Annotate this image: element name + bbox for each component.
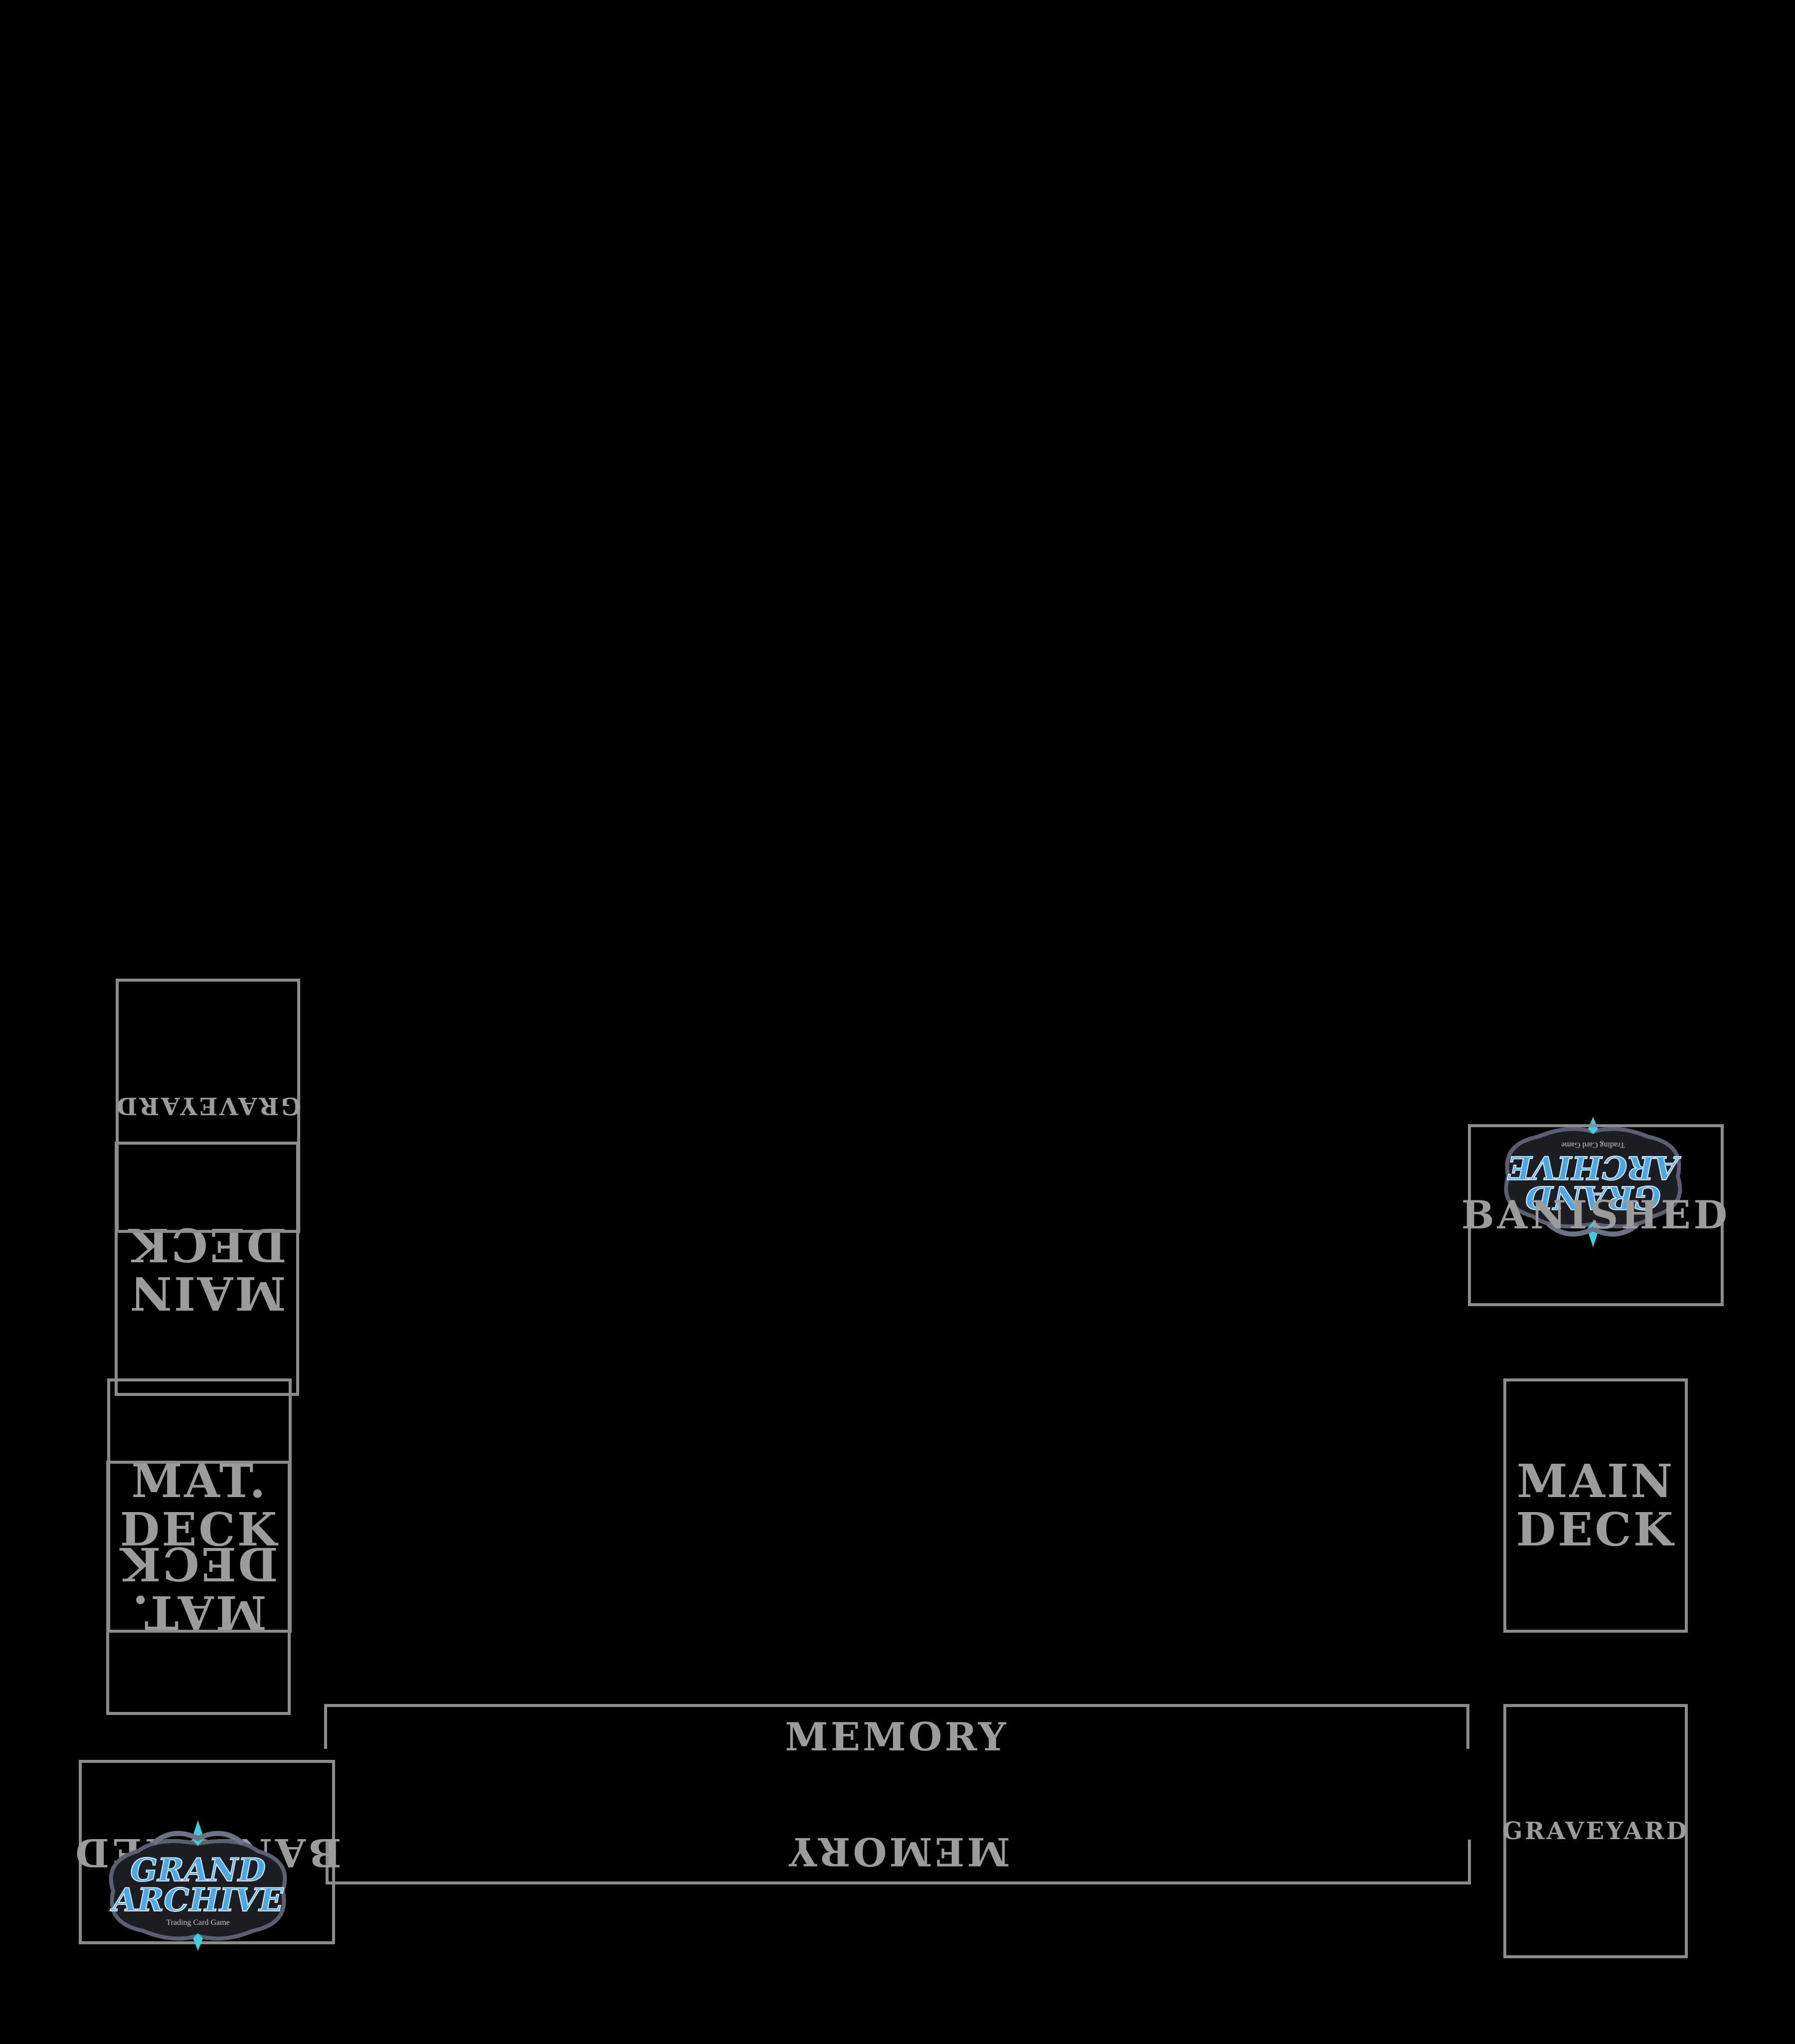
player-graveyard-label: GRAVEYARD bbox=[1502, 1817, 1689, 1845]
logo-line2: ARCHIVE bbox=[110, 1881, 284, 1919]
opponent-logo-tagline: Trading Card Game bbox=[1561, 1141, 1624, 1149]
logo-tagline: Trading Card Game bbox=[166, 1918, 229, 1927]
player-memory-zone[interactable]: MEMORY bbox=[324, 1704, 1469, 1760]
opponent-logo-line2: ARCHIVE bbox=[1507, 1149, 1681, 1186]
opponent-logo-line1: GRAND bbox=[1525, 1179, 1661, 1216]
logo-graphic: GRAND ARCHIVE Trading Card Game bbox=[109, 1820, 287, 1951]
opponent-half: MEMORY MAT. DECK MAIN DECK BANISHED GRAV… bbox=[0, 979, 1795, 2044]
player-mat-deck-label: MAT. DECK bbox=[120, 1454, 279, 1556]
player-banished-label: BANISHED bbox=[1461, 1192, 1731, 1238]
player-banished-zone[interactable]: BANISHED bbox=[1461, 1124, 1727, 1306]
opponent-logo-graphic: GRAND ARCHIVE Trading Card Game bbox=[1504, 1117, 1682, 1247]
player-graveyard-zone[interactable]: GRAVEYARD bbox=[1502, 1704, 1689, 1958]
player-main-deck-label: MAIN DECK bbox=[1516, 1454, 1675, 1556]
player-memory-label: MEMORY bbox=[785, 1714, 1009, 1760]
player-mat-deck-zone[interactable]: MAT. DECK bbox=[107, 1378, 292, 1633]
logo-line1: GRAND bbox=[130, 1852, 266, 1889]
player-half: MEMORY MAT. DECK MAIN DECK BANISHED GRAV… bbox=[0, 1022, 1795, 2044]
grand-archive-logo: GRAND ARCHIVE Trading Card Game bbox=[93, 1816, 303, 1956]
opponent-grand-archive-logo: GRAND ARCHIVE Trading Card Game bbox=[1488, 1112, 1698, 1251]
player-main-deck-zone[interactable]: MAIN DECK bbox=[1503, 1378, 1688, 1633]
